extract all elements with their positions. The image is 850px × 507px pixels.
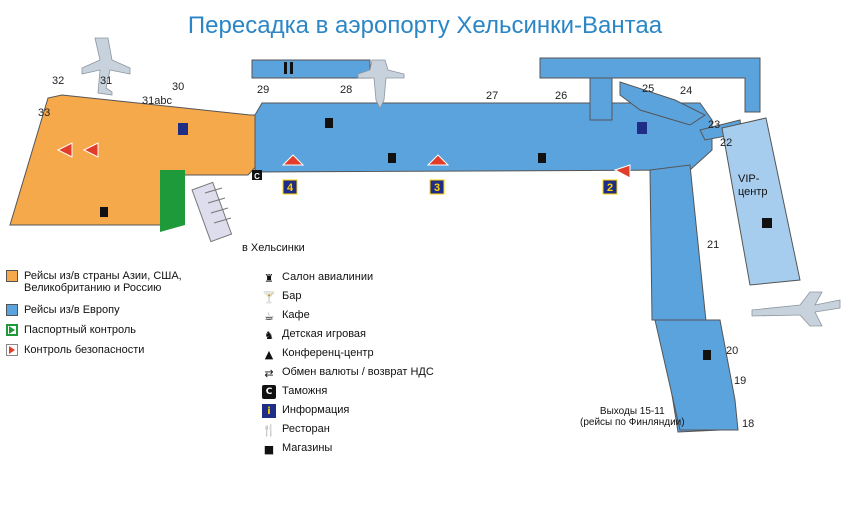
gate-label: 19: [734, 375, 746, 387]
checkpoint-number: 2: [607, 182, 613, 194]
gate-label: 28: [340, 84, 352, 96]
legend-passport: Паспортный контроль: [6, 324, 136, 336]
gate-label: 18: [742, 418, 754, 430]
gate-label: 27: [486, 90, 498, 102]
legend-non-schengen: Рейсы из/в страны Азии, США, Великобрита…: [6, 270, 226, 294]
lounge-icon: ♜: [264, 271, 274, 285]
security-icon: [6, 344, 18, 356]
gate-label: 26: [555, 90, 567, 102]
legend-conference: ▲ Конференц-центр: [262, 347, 434, 361]
gate-label: 22: [720, 137, 732, 149]
gate-label: 21: [707, 239, 719, 251]
services-legend: ♜ Салон авиалинии 🍸 Бар ☕ Кафе ♞ Детская…: [262, 271, 434, 456]
legend-restaurant: 🍴 Ресторан: [262, 423, 330, 437]
to-helsinki-label: в Хельсинки: [242, 242, 305, 254]
legend-shop: ■ Магазины: [263, 442, 333, 456]
legend-security: Контроль безопасности: [6, 344, 144, 356]
exits-label: Выходы 15-11 (рейсы по Финляндии): [580, 406, 685, 428]
checkpoint-number: 3: [434, 182, 440, 194]
vip-label: VIP-центр: [738, 173, 768, 198]
legend-customs: C Таможня: [262, 385, 434, 399]
map-title: Пересадка в аэропорту Хельсинки-Вантаа: [187, 12, 663, 39]
non-schengen-swatch: [6, 270, 18, 282]
info-icon: i: [262, 404, 276, 418]
gate-labels: 33 32 31 30 31abc 29 28 27 26 25 24 23 2…: [38, 75, 754, 430]
exchange-icon: ⇄: [264, 366, 274, 380]
legend-info: i Информация: [262, 404, 434, 418]
passport-control-strip: [160, 170, 185, 232]
gate-label: 31: [100, 75, 112, 87]
vip-center: [721, 117, 801, 286]
shop-icon: ■: [263, 442, 275, 456]
restaurant-icon: 🍴: [262, 423, 276, 437]
gate-label: 25: [642, 83, 654, 95]
gate-label: 31abc: [142, 95, 172, 107]
airplane-icon: [751, 291, 841, 327]
airplane-icon: [81, 37, 131, 96]
legend-schengen: Рейсы из/в Европу: [6, 304, 120, 316]
gate-label: 33: [38, 107, 50, 119]
cafe-icon: ☕: [264, 309, 274, 323]
schengen-swatch: [6, 304, 18, 316]
gate-label: 23: [708, 119, 720, 131]
customs-icon: C: [262, 385, 276, 399]
gate-label: 30: [172, 81, 184, 93]
legend-cafe: ☕ Кафе: [262, 309, 434, 323]
bar-icon: 🍸: [262, 290, 276, 304]
legend-exchange: ⇄ Обмен валюты / возврат НДС: [262, 366, 433, 380]
legend-playroom: ♞ Детская игровая: [262, 328, 434, 342]
gate-label: 29: [257, 84, 269, 96]
legend-bar: 🍸 Бар: [262, 290, 302, 304]
gate-label: 24: [680, 85, 692, 97]
airplane-icon: [357, 59, 405, 109]
playroom-icon: ♞: [264, 328, 274, 342]
checkpoint-badges: 4 3 2: [282, 179, 618, 195]
gate-label: 20: [726, 345, 738, 357]
passport-icon: [6, 324, 18, 336]
conference-icon: ▲: [264, 347, 274, 361]
gate-label: 32: [52, 75, 64, 87]
legend-lounge: ♜ Салон авиалинии: [262, 271, 434, 285]
svg-text:C: C: [254, 172, 260, 181]
security-checkpoints: [56, 142, 631, 179]
checkpoint-number: 4: [287, 182, 294, 194]
schengen-corridor: [254, 102, 713, 173]
